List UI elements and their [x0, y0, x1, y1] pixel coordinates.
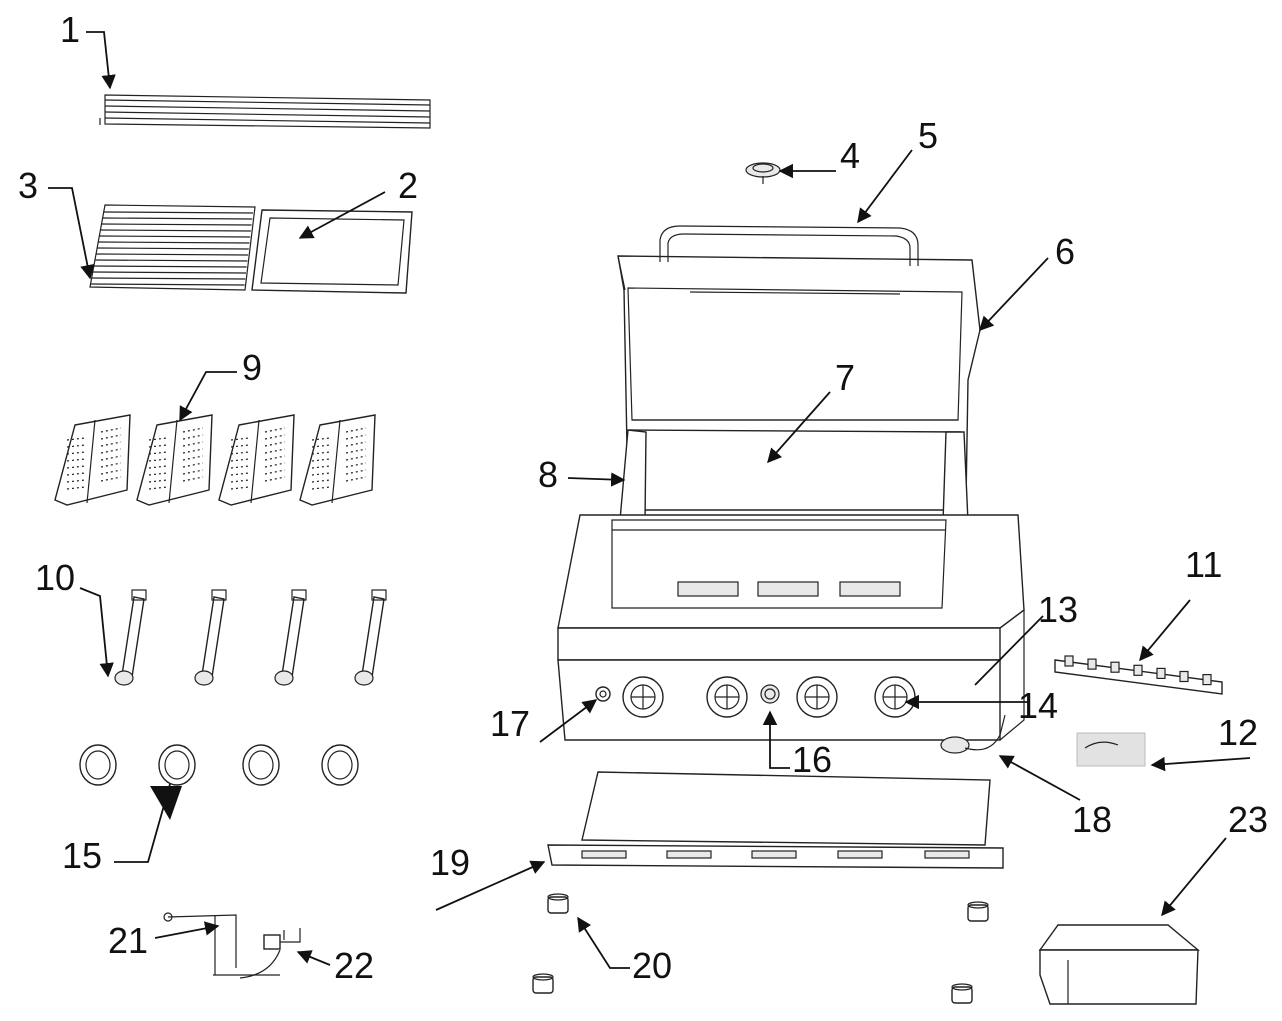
- panel-knob-bezels: [622, 676, 916, 718]
- gas-manifold: [1054, 655, 1223, 695]
- label-part-2: 2: [398, 165, 418, 206]
- igniter-electrode: [163, 912, 280, 976]
- part-labels: 1 2 3 4 5 6 7 8 9 10 11 12 13 14 15 16 1…: [18, 9, 1268, 986]
- igniter-module: [239, 928, 301, 979]
- warming-rack: [99, 94, 431, 129]
- label-part-7: 7: [835, 357, 855, 398]
- label-part-5: 5: [918, 115, 938, 156]
- label-part-16: 16: [792, 739, 832, 780]
- label-part-21: 21: [108, 920, 148, 961]
- lid-handle: [659, 225, 919, 266]
- label-part-6: 6: [1055, 231, 1075, 272]
- cooking-grate: [89, 204, 256, 291]
- label-part-20: 20: [632, 945, 672, 986]
- label-part-12: 12: [1218, 712, 1258, 753]
- label-part-15: 15: [62, 835, 102, 876]
- feet: [532, 893, 989, 1004]
- label-part-9: 9: [242, 347, 262, 388]
- griddle-plate: [251, 209, 413, 294]
- grill-cover: [1038, 924, 1200, 1005]
- label-part-8: 8: [538, 454, 558, 495]
- label-part-10: 10: [35, 557, 75, 598]
- label-part-3: 3: [18, 165, 38, 206]
- control-knobs: [79, 744, 359, 786]
- drip-tray: [547, 771, 1004, 869]
- label-part-19: 19: [430, 842, 470, 883]
- label-part-11: 11: [1185, 544, 1222, 585]
- heat-shield: [629, 429, 961, 511]
- leader-lines: [48, 31, 1251, 969]
- lid-thermometer: [745, 162, 781, 184]
- gas-regulator: [940, 714, 1006, 754]
- instruction-sheet: [1076, 732, 1146, 767]
- label-part-13: 13: [1038, 589, 1078, 630]
- label-part-18: 18: [1072, 799, 1112, 840]
- label-part-14: 14: [1018, 685, 1058, 726]
- label-part-17: 17: [490, 703, 530, 744]
- flame-tamers: [54, 414, 376, 506]
- burners: [114, 589, 387, 686]
- label-part-23: 23: [1228, 799, 1268, 840]
- igniter-button: [760, 684, 780, 704]
- label-part-22: 22: [334, 945, 374, 986]
- label-part-4: 4: [840, 135, 860, 176]
- label-part-1: 1: [60, 9, 80, 50]
- indicator-light: [595, 686, 611, 702]
